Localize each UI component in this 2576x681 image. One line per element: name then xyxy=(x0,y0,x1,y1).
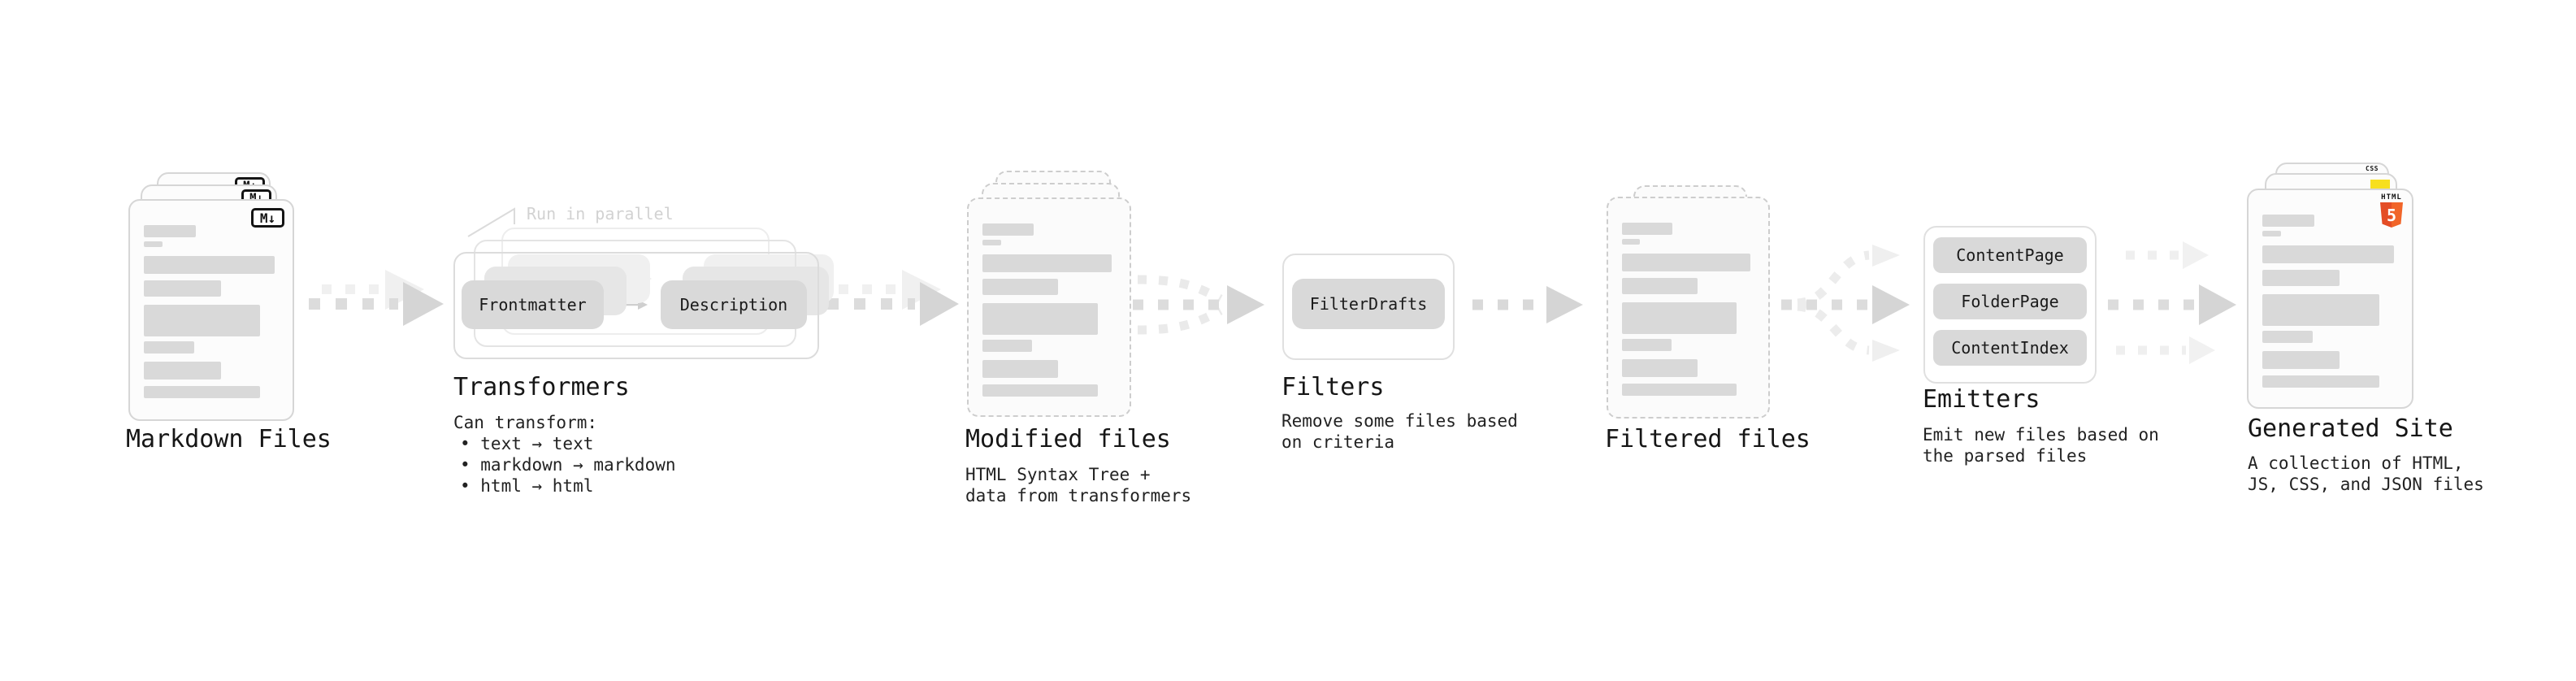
text-line-placeholder xyxy=(982,360,1059,378)
text-line-placeholder xyxy=(144,305,261,336)
text-line-placeholder xyxy=(1622,278,1698,294)
text-line-placeholder xyxy=(2262,294,2380,326)
text-line-placeholder xyxy=(2262,245,2395,263)
markdown-icon: M↓ xyxy=(251,208,284,228)
html5-icon: HTML 5 xyxy=(2380,194,2403,228)
text-line-placeholder xyxy=(144,225,196,237)
flow-arrow-emitters-to-generated xyxy=(2108,241,2236,364)
text-line-placeholder xyxy=(1622,339,1672,351)
flow-arrow-modified-to-filters xyxy=(1133,275,1264,335)
stage-title-emitters: Emitters xyxy=(1923,385,2040,414)
flow-arrow-markdown-to-transformers xyxy=(309,270,444,326)
description-line: on criteria xyxy=(1281,432,1395,452)
text-line-placeholder xyxy=(982,303,1098,335)
description-bullet: • markdown → markdown xyxy=(460,455,676,475)
stage-title-markdown: Markdown Files xyxy=(126,425,332,453)
text-line-placeholder xyxy=(1622,239,1641,245)
text-line-placeholder xyxy=(2262,375,2380,388)
filtered-doc xyxy=(1607,197,1770,419)
transformers-layer-1 xyxy=(453,252,819,359)
text-line-placeholder xyxy=(2262,351,2340,369)
text-line-placeholder xyxy=(144,280,221,297)
text-line-placeholder xyxy=(1622,384,1737,396)
text-line-placeholder xyxy=(982,340,1033,352)
pill-contentpage: ContentPage xyxy=(1933,237,2087,273)
stage-description-generated: A collection of HTML, JS, CSS, and JSON … xyxy=(2248,453,2484,495)
doc-text-placeholder xyxy=(982,223,1113,397)
description-line: the parsed files xyxy=(1923,446,2088,466)
stage-title-filters: Filters xyxy=(1281,373,1385,401)
text-line-placeholder xyxy=(144,341,194,354)
text-line-placeholder xyxy=(144,362,221,380)
text-line-placeholder xyxy=(144,386,261,398)
text-line-placeholder xyxy=(982,384,1098,397)
stage-description-modified: HTML Syntax Tree + data from transformer… xyxy=(965,464,1191,506)
doc-text-placeholder xyxy=(1622,223,1752,396)
description-line: A collection of HTML, xyxy=(2248,453,2464,473)
text-line-placeholder xyxy=(982,223,1034,236)
description-bullet: • html → html xyxy=(460,476,594,496)
flow-arrow-transformers-to-modified xyxy=(827,270,959,326)
doc-text-placeholder xyxy=(144,225,276,398)
pill-contentindex: ContentIndex xyxy=(1933,330,2087,366)
stage-description-transformers: Can transform: • text → text • markdown … xyxy=(453,412,676,497)
description-line: Emit new files based on xyxy=(1923,425,2159,445)
html5-icon-shield: 5 xyxy=(2380,202,2403,228)
text-line-placeholder xyxy=(2262,270,2340,286)
text-line-placeholder xyxy=(1622,254,1751,271)
description-line: data from transformers xyxy=(965,486,1192,505)
modified-doc xyxy=(967,197,1131,417)
callout-run-in-parallel: Run in parallel xyxy=(527,204,674,223)
text-line-placeholder xyxy=(144,256,275,274)
doc-text-placeholder xyxy=(2262,215,2396,388)
css-icon-label: CSS xyxy=(2366,165,2379,172)
text-line-placeholder xyxy=(144,241,163,247)
stage-title-filtered: Filtered files xyxy=(1605,425,1811,453)
pill-frontmatter: Frontmatter xyxy=(462,280,604,329)
stage-title-transformers: Transformers xyxy=(453,373,630,401)
stage-description-filters: Remove some files based on criteria xyxy=(1281,410,1518,453)
flow-arrow-filters-to-filtered xyxy=(1472,286,1583,323)
description-line: HTML Syntax Tree + xyxy=(965,465,1151,484)
text-line-placeholder xyxy=(2262,215,2314,227)
pill-filterdrafts: FilterDrafts xyxy=(1292,279,1445,329)
text-line-placeholder xyxy=(1622,359,1698,377)
html5-icon-label: HTML xyxy=(2381,193,2402,202)
text-line-placeholder xyxy=(1622,223,1673,235)
stage-title-generated: Generated Site xyxy=(2248,414,2453,443)
pill-description: Description xyxy=(661,280,807,329)
text-line-placeholder xyxy=(982,279,1059,295)
text-line-placeholder xyxy=(1622,302,1737,334)
text-line-placeholder xyxy=(982,240,1001,245)
description-bullet: • text → text xyxy=(460,434,594,453)
markdown-doc: M↓ xyxy=(128,199,294,421)
stage-title-modified: Modified files xyxy=(965,425,1171,453)
generated-doc: HTML 5 xyxy=(2247,189,2413,409)
js-icon xyxy=(2370,180,2390,189)
pill-folderpage: FolderPage xyxy=(1933,284,2087,319)
text-line-placeholder xyxy=(2262,331,2314,343)
text-line-placeholder xyxy=(982,254,1112,272)
text-line-placeholder xyxy=(2262,231,2281,236)
stage-description-emitters: Emit new files based on the parsed files xyxy=(1923,424,2159,466)
description-line: Remove some files based xyxy=(1281,411,1518,431)
description-line: Can transform: xyxy=(453,413,598,432)
flow-arrow-filtered-to-emitters xyxy=(1781,245,1910,362)
description-line: JS, CSS, and JSON files xyxy=(2248,475,2484,494)
